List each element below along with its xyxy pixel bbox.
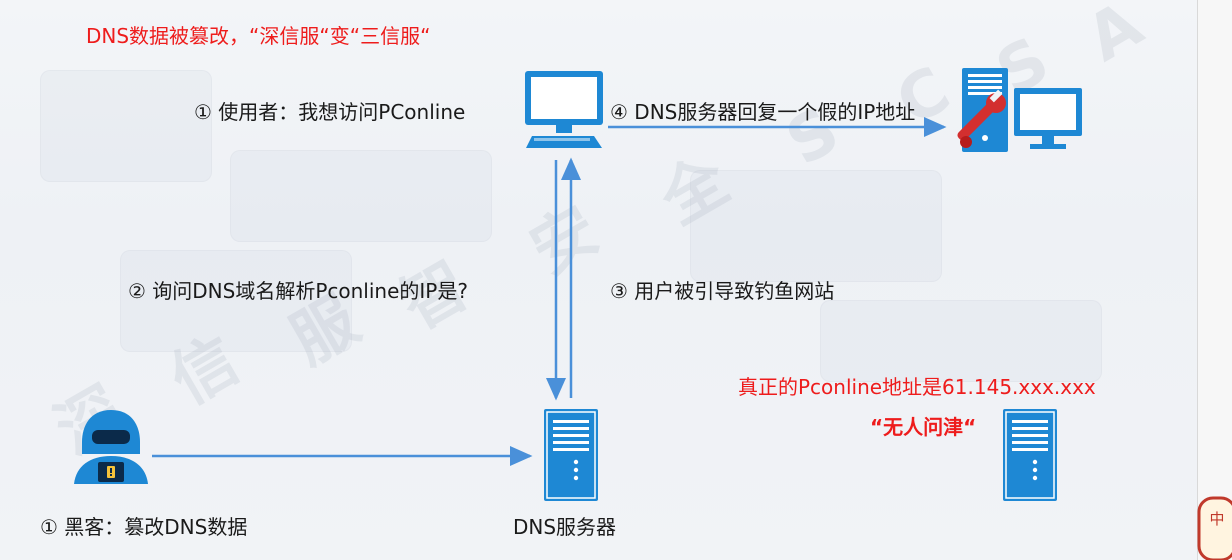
step-query-label: ② 询问DNS域名解析Pconline的IP是?: [128, 279, 468, 303]
wrench-icon: [957, 89, 1006, 148]
server-icon: [544, 409, 598, 501]
slide-title: DNS数据被篡改，“深信服“变“三信服“: [86, 24, 431, 48]
slide-canvas: 深 信 服 智 安 全 S C S A: [0, 0, 1197, 560]
background-key: [120, 250, 352, 352]
right-gutter: 中: [1197, 0, 1232, 560]
step-fake-reply-label: ④ DNS服务器回复一个假的IP地址: [610, 100, 916, 124]
computer-icon: [525, 71, 603, 148]
background-key: [40, 70, 212, 182]
seal-icon: 中: [1197, 496, 1232, 560]
step-user-label: ① 使用者：我想访问PConline: [194, 100, 466, 124]
ignored-label: “无人问津“: [870, 415, 977, 439]
hacked-server-icon: [957, 68, 1082, 152]
real-address-label: 真正的Pconline地址是61.145.xxx.xxx: [738, 375, 1096, 399]
dns-server-label: DNS服务器: [513, 515, 617, 539]
background-key: [690, 170, 942, 282]
step-redirect-label: ③ 用户被引导致钓鱼网站: [610, 279, 835, 303]
background-key: [230, 150, 492, 242]
step-hacker-label: ① 黑客：篡改DNS数据: [40, 515, 248, 539]
arrow-layer: [152, 117, 947, 466]
monitor-icon: [1014, 88, 1082, 149]
ignored-server-icon: [1003, 409, 1057, 501]
background-key: [820, 300, 1102, 382]
hacker-icon: [74, 410, 148, 484]
svg-text:中: 中: [1209, 510, 1224, 528]
